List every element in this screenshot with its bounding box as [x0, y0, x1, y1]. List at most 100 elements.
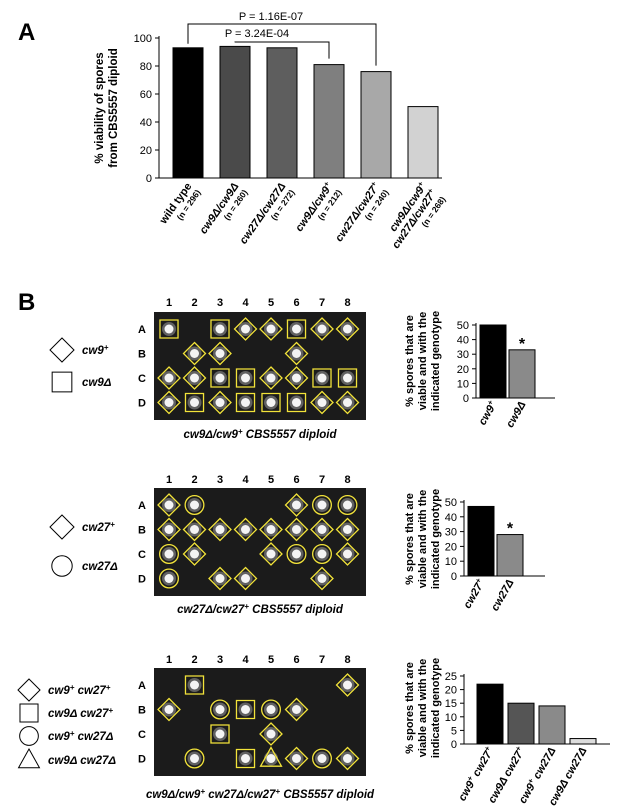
x-tick-label: cw9Δ/cw9+cw27Δ/cw27+(n = 268) — [387, 179, 447, 251]
legend-entry: cw9Δ cw27+ — [19, 703, 113, 723]
panel-a-ylabel-line2: from CBS5557 diploid — [108, 48, 120, 168]
spore-colony — [310, 317, 334, 341]
plate-column-label: 2 — [191, 654, 197, 666]
genotype-marker — [182, 517, 207, 542]
plate-column-label: 2 — [191, 474, 197, 486]
spore-colony — [157, 366, 181, 390]
spore-colony — [157, 517, 181, 542]
colony-core — [292, 373, 301, 383]
bar — [538, 705, 566, 745]
colony-core — [241, 525, 250, 534]
colony-core — [317, 500, 327, 510]
genotype-marker — [233, 566, 258, 591]
genotype-marker — [157, 493, 181, 517]
plate-caption: cw9Δ/cw9+ CBS5557 diploid — [183, 427, 337, 442]
genotype-marker — [335, 673, 360, 697]
bar — [360, 71, 392, 179]
colony-core — [266, 754, 276, 763]
y-tick-label: 0 — [451, 571, 457, 583]
bar — [508, 349, 536, 399]
plate-row-label: B — [138, 349, 146, 361]
y-tick-label: 20 — [445, 541, 457, 553]
spore-colony — [311, 544, 332, 565]
legend-marker — [17, 678, 41, 702]
svg-text:indicated genotype: indicated genotype — [430, 311, 442, 411]
plate-row-label: D — [138, 398, 146, 410]
x-tick-label: wild type(n = 296) — [157, 181, 203, 227]
panel-a-ylabel-line1: % viability of spores — [94, 52, 106, 163]
genotype-marker — [284, 366, 309, 390]
plate-column-label: 7 — [319, 654, 325, 666]
spore-colony — [158, 568, 179, 589]
genotype-marker — [310, 566, 334, 591]
genotype-marker — [208, 390, 232, 415]
plate-column-label: 1 — [166, 654, 172, 666]
colony-core — [215, 398, 225, 407]
colony-core — [164, 525, 174, 534]
y-tick-label: 30 — [457, 349, 469, 361]
colony-core — [343, 373, 352, 383]
genotype-marker — [284, 493, 309, 517]
genotype-marker — [337, 494, 358, 515]
plate-caption: cw9Δ/cw9+ cw27Δ/cw27+ CBS5557 diploid — [146, 787, 375, 802]
x-tick-label: cw27Δ/cw27+(n = 240) — [333, 179, 391, 244]
pvalue-label-1: P = 1.16E-07 — [239, 11, 303, 23]
genotype-marker — [259, 542, 283, 566]
colony-core — [190, 754, 199, 763]
colony-core — [215, 729, 225, 739]
bar — [496, 534, 524, 577]
bar — [507, 702, 535, 745]
colony-core — [317, 324, 327, 334]
bar — [479, 324, 507, 399]
genotype-marker — [208, 341, 232, 366]
genotype-marker — [311, 748, 332, 769]
colony-core — [241, 705, 250, 714]
legend-label: cw9+ cw27+ — [48, 683, 111, 698]
spore-colony — [259, 366, 283, 390]
plate-column-label: 6 — [293, 297, 299, 309]
spore-colony — [286, 392, 307, 413]
plate-column-label: 6 — [293, 474, 299, 486]
colony-core — [215, 324, 225, 334]
colony-core — [343, 549, 352, 559]
spore-colony — [182, 517, 207, 542]
svg-text:viable and with the: viable and with the — [417, 312, 429, 410]
genotype-marker — [259, 366, 283, 390]
legend-marker — [19, 703, 39, 723]
legend-label: cw9+ — [82, 343, 109, 358]
pvalue-label-2: P = 3.24E-04 — [225, 28, 289, 40]
genotype-marker — [235, 368, 256, 388]
legend-label: cw27Δ — [82, 561, 118, 573]
x-tick-label: cw9Δ/cw9+(n = 212) — [293, 179, 344, 234]
y-tick-label: 25 — [445, 671, 457, 683]
colony-core — [266, 324, 276, 334]
genotype-marker — [182, 366, 207, 390]
side-ylabel-1: % spores that are viable and with the in… — [404, 311, 442, 411]
plate-column-label: 3 — [217, 297, 223, 309]
legend-marker — [17, 747, 41, 769]
spore-colony — [210, 724, 230, 744]
plate-row-label: D — [138, 754, 146, 766]
colony-core — [241, 398, 250, 407]
colony-core — [241, 324, 250, 334]
spore-colony — [260, 699, 281, 720]
plate-column-label: 8 — [344, 474, 350, 486]
spore-colony — [310, 390, 334, 415]
y-tick-label: 40 — [445, 512, 457, 524]
spore-colony — [284, 517, 309, 542]
spore-colony — [182, 366, 207, 390]
genotype-marker — [208, 517, 232, 542]
spore-colony — [335, 390, 360, 415]
spore-colony — [208, 517, 232, 542]
colony-core — [215, 349, 225, 358]
genotype-marker — [235, 392, 256, 413]
colony-core — [164, 574, 174, 583]
plate-column-label: 4 — [242, 474, 249, 486]
legend-label: cw27+ — [82, 520, 115, 535]
legend-entry: cw9Δ cw27Δ — [17, 747, 116, 769]
svg-text:indicated genotype: indicated genotype — [430, 658, 442, 758]
legend-entry: cw9Δ — [51, 371, 112, 393]
y-tick-label: 50 — [445, 497, 457, 509]
genotype-marker — [209, 699, 230, 720]
spore-colony — [286, 544, 307, 565]
